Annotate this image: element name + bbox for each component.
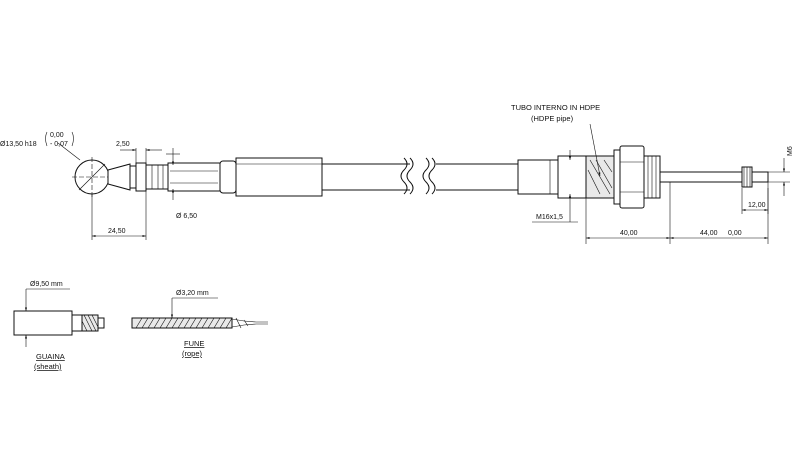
dim-2-50: 2,50 — [116, 141, 162, 165]
thread-callout: M16x1,5 — [532, 150, 578, 223]
dim-40-00-label: 40,00 — [620, 230, 638, 237]
sheath-label-en: (sheath) — [34, 362, 62, 371]
dim-24-50: 24,50 — [91, 191, 147, 240]
dim-44-00-label-b: 0,00 — [728, 230, 742, 237]
sheath-detail: Ø9,50 mm GUAINA (sheath) — [13, 281, 105, 371]
dim-m6-label: M6 — [787, 146, 794, 156]
dim-12-00-label: 12,00 — [748, 202, 766, 209]
tube-label: TUBO INTERNO IN HDPE — [511, 103, 600, 112]
ball-tolerance-lower: - 0,07 — [50, 141, 68, 148]
sheath-diameter: Ø9,50 mm — [30, 281, 63, 288]
dim-24-50-label: 24,50 — [108, 228, 126, 235]
cable-assembly-view: Ø13,50 h18 0,00 - 0,07 2,50 Ø 6,50 24,50 — [0, 103, 794, 244]
hdpe-tube-callout: TUBO INTERNO IN HDPE (HDPE pipe) — [511, 103, 601, 177]
dim-2-50-label: 2,50 — [116, 141, 130, 148]
sheath-body — [322, 157, 518, 195]
threaded-fitting — [517, 145, 769, 209]
dim-6-50-label: Ø 6,50 — [176, 213, 197, 220]
dim-40-00: 40,00 — [585, 182, 671, 244]
dim-6-50: Ø 6,50 — [166, 148, 197, 220]
rope-label-en: (rope) — [182, 349, 203, 358]
rope-detail: Ø3,20 mm FUNE (rope) — [131, 290, 268, 358]
ball-tolerance-upper: 0,00 — [50, 132, 64, 139]
tube-label-en: (HDPE pipe) — [531, 114, 574, 123]
rope-label: FUNE — [184, 339, 204, 348]
dim-m6: M6 — [768, 146, 794, 196]
ball-dimension: Ø13,50 h18 0,00 - 0,07 — [0, 131, 81, 161]
sheath-label: GUAINA — [36, 352, 65, 361]
dim-12-00: 12,00 — [741, 188, 769, 214]
ball-diameter-label: Ø13,50 h18 — [0, 141, 37, 148]
rope-diameter: Ø3,20 mm — [176, 290, 209, 297]
thread-label: M16x1,5 — [536, 214, 563, 221]
end-fitting — [145, 157, 323, 197]
ball-end — [72, 157, 147, 197]
dim-44-00: 44,00 0,00 — [670, 182, 769, 244]
dim-44-00-label: 44,00 — [700, 230, 718, 237]
